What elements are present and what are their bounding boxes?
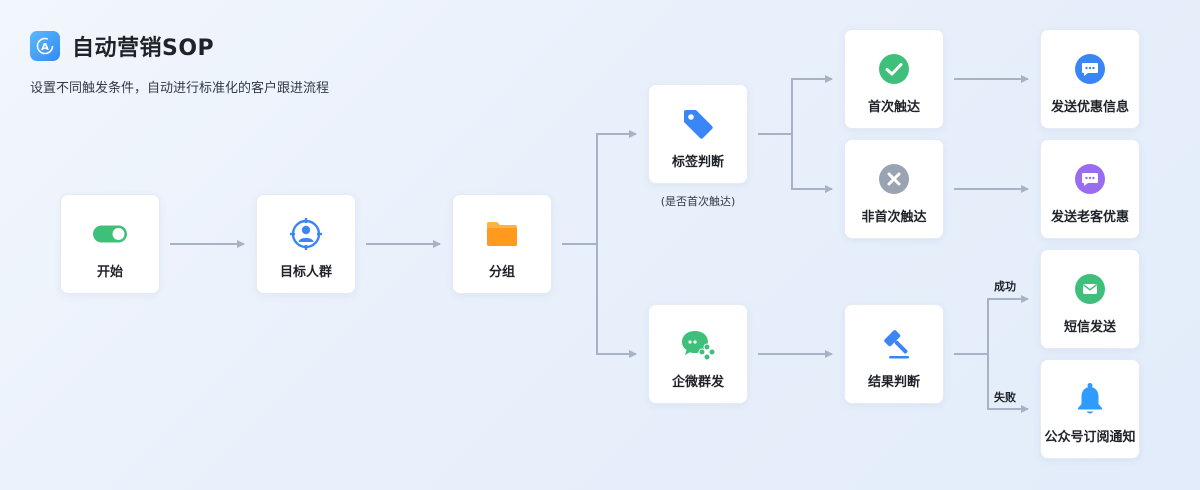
mail-icon [1073, 272, 1107, 306]
node-audience[interactable]: 目标人群 [256, 194, 356, 294]
target-person-icon [289, 217, 323, 251]
node-start-label: 开始 [96, 265, 123, 280]
edge-label-success: 成功 [994, 280, 1016, 293]
edge-tag-first [791, 75, 833, 134]
node-first-label: 首次触达 [867, 100, 920, 115]
node-notify[interactable]: 公众号订阅通知 [1040, 359, 1140, 459]
node-not-first-label: 非首次触达 [861, 210, 927, 225]
node-sms[interactable]: 短信发送 [1040, 249, 1140, 349]
gavel-icon [877, 327, 911, 361]
edge-group-tag [596, 130, 637, 244]
node-wecom[interactable]: 企微群发 [648, 304, 748, 404]
node-send-old[interactable]: 发送老客优惠 [1040, 139, 1140, 239]
node-result-label: 结果判断 [867, 375, 920, 390]
message-icon [1073, 52, 1107, 86]
edge-tag-not-first [791, 134, 833, 193]
edge-group-wecom [596, 244, 637, 358]
edge-label-fail: 失败 [994, 391, 1016, 404]
page-title: 自动营销SOP [72, 36, 215, 61]
close-circle-icon [877, 162, 911, 196]
node-audience-label: 目标人群 [279, 265, 332, 280]
page-subtitle: 设置不同触发条件，自动进行标准化的客户跟进流程 [30, 81, 330, 96]
app-logo-icon: A [30, 31, 60, 61]
message-icon [1073, 162, 1107, 196]
node-send-offer-label: 发送优惠信息 [1050, 100, 1129, 115]
wecom-chat-icon [681, 327, 715, 361]
node-send-offer[interactable]: 发送优惠信息 [1040, 29, 1140, 129]
node-wecom-label: 企微群发 [671, 375, 724, 390]
node-tag-note: (是否首次触达) [660, 195, 736, 208]
node-send-old-label: 发送老客优惠 [1050, 210, 1129, 225]
node-first[interactable]: 首次触达 [844, 29, 944, 129]
edge-result-sms [987, 295, 1029, 354]
edge-result-notify [987, 354, 1029, 413]
toggle-icon [93, 217, 127, 251]
node-result[interactable]: 结果判断 [844, 304, 944, 404]
node-tag[interactable]: 标签判断 [648, 84, 748, 184]
check-circle-icon [877, 52, 911, 86]
node-group[interactable]: 分组 [452, 194, 552, 294]
node-start[interactable]: 开始 [60, 194, 160, 294]
svg-text:A: A [41, 42, 49, 53]
header: A 自动营销SOP [30, 30, 214, 62]
bell-icon [1073, 382, 1107, 416]
node-tag-label: 标签判断 [671, 155, 724, 170]
node-notify-label: 公众号订阅通知 [1044, 430, 1136, 445]
tag-icon [681, 107, 715, 141]
node-not-first[interactable]: 非首次触达 [844, 139, 944, 239]
node-group-label: 分组 [488, 265, 515, 280]
node-sms-label: 短信发送 [1063, 320, 1116, 335]
folder-icon [485, 217, 519, 251]
